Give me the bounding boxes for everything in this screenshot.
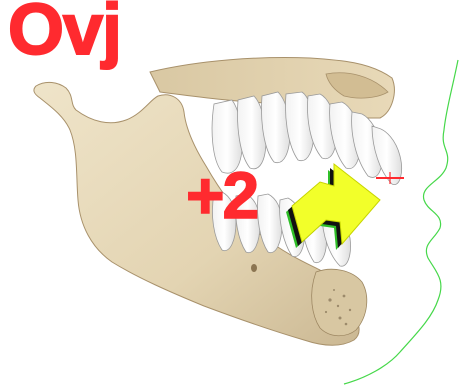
mental-foramen: [251, 264, 257, 272]
overjet-title-label: Ovj: [8, 0, 121, 66]
chin-symphysis: [312, 269, 367, 336]
overjet-value-label: +2: [186, 162, 257, 228]
